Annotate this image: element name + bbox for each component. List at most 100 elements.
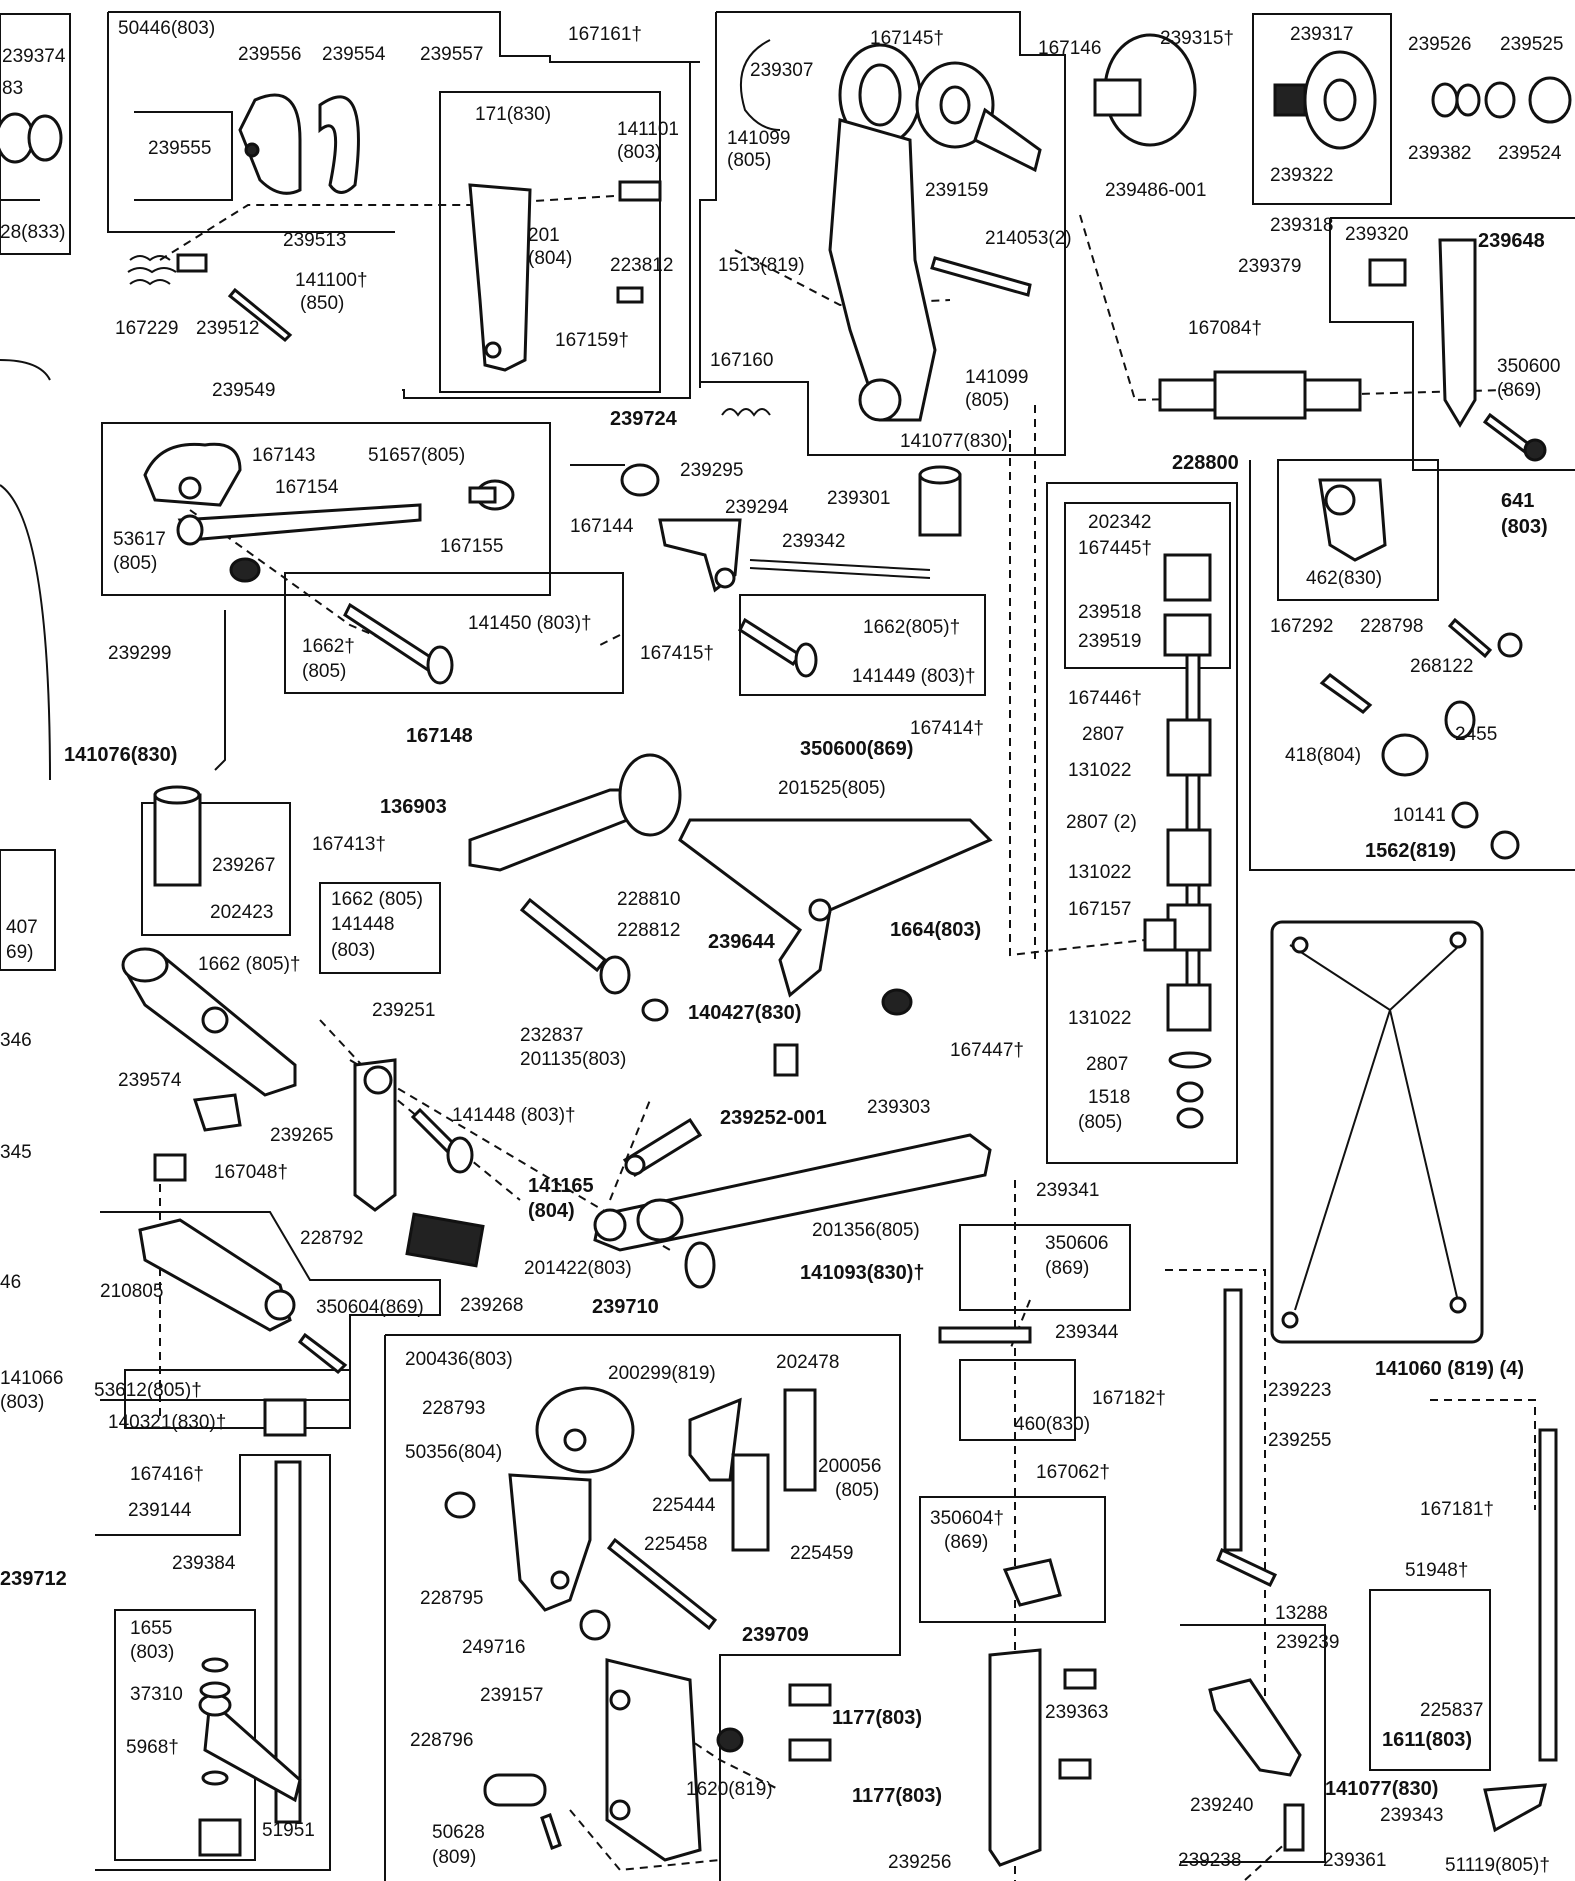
callout-label: 1177(803) <box>852 1785 943 1807</box>
callout-label: 228810 <box>617 889 681 910</box>
callout-label: 239294 <box>725 497 789 518</box>
callout-label: 239519 <box>1078 631 1142 652</box>
callout-label: 171(830) <box>475 104 552 125</box>
callout-label: 225837 <box>1420 1700 1484 1721</box>
callout-label: 167447† <box>950 1040 1024 1061</box>
callout-label: 167182† <box>1092 1388 1166 1409</box>
part-239648-lever <box>1368 238 1477 428</box>
callout-label: 228793 <box>422 1398 486 1419</box>
part-232837-washer <box>641 998 669 1022</box>
callout-label: 239343 <box>1380 1805 1444 1826</box>
part-50356-stud <box>444 1491 476 1519</box>
callout-label: 51119(805)† <box>1445 1855 1550 1876</box>
callout-label: 350606 <box>1045 1233 1109 1254</box>
group-box-167414 <box>739 594 986 696</box>
callout-label: (803) <box>617 142 662 163</box>
callout-label: (803) <box>0 1392 45 1413</box>
callout-label: 239549 <box>212 380 276 401</box>
callout-label: 200056 <box>818 1456 882 1477</box>
callout-label: 167146 <box>1038 38 1102 59</box>
part-167062-bracket <box>1002 1558 1062 1607</box>
group-box-239267 <box>141 802 291 936</box>
callout-label: 239344 <box>1055 1322 1119 1343</box>
callout-label: 200436(803) <box>405 1349 513 1370</box>
group-box-167447 <box>1046 482 1238 1164</box>
callout-label: (805) <box>113 553 158 574</box>
part-239265-arm <box>121 947 297 1097</box>
part-239486-001-hub <box>1093 33 1197 147</box>
part-239512-screw <box>176 253 208 273</box>
callout-label: 239295 <box>680 460 744 481</box>
callout-label: 13288 <box>1275 1603 1328 1624</box>
callout-label: 239268 <box>460 1295 524 1316</box>
part-239724-spring <box>721 408 771 417</box>
callout-label: 232837 <box>520 1025 584 1046</box>
callout-label: 51948† <box>1405 1560 1469 1581</box>
callout-label: 1620(819) <box>686 1779 773 1800</box>
callout-label: 239524 <box>1498 143 1562 164</box>
callout-label: 641 <box>1501 490 1535 512</box>
callout-label: (869) <box>1045 1258 1090 1279</box>
callout-label: 200299(819) <box>608 1363 716 1384</box>
callout-label: 228792 <box>300 1228 364 1249</box>
callout-label: 239317 <box>1290 24 1354 45</box>
callout-label: 141449 (803)† <box>852 666 976 687</box>
callout-label: 239239 <box>1276 1632 1340 1653</box>
callout-label: 239554 <box>322 44 386 65</box>
callout-label: 249716 <box>462 1637 526 1658</box>
callout-label: 239518 <box>1078 602 1142 623</box>
callout-label: 239556 <box>238 44 302 65</box>
callout-label: (804) <box>528 248 573 269</box>
part-washers-1655-37310 <box>199 1657 231 1786</box>
part-140321-collar <box>263 1398 307 1437</box>
callout-label: 239315† <box>1160 28 1234 49</box>
callout-label: 167414† <box>910 718 984 739</box>
callout-label: 202478 <box>776 1352 840 1373</box>
callout-label: 239361 <box>1323 1850 1387 1871</box>
part-225458-plate <box>731 1453 770 1552</box>
part-418-stud <box>1319 673 1373 714</box>
callout-label: 346 <box>0 1030 32 1051</box>
group-box-167415 <box>284 572 624 694</box>
part-140427-spring <box>773 1043 799 1077</box>
callout-label: 239318 <box>1270 215 1334 236</box>
callout-label: 5968† <box>126 1737 179 1758</box>
callout-label: 2807 <box>1082 724 1125 745</box>
part-228792-pad <box>405 1212 485 1268</box>
callout-label: (805) <box>302 661 347 682</box>
callout-label: 268122 <box>1410 656 1474 677</box>
callout-label: 239238 <box>1178 1850 1242 1871</box>
callout-label: 1664(803) <box>890 919 982 941</box>
callout-label: 167157 <box>1068 899 1132 920</box>
part-141449-screw <box>738 617 818 678</box>
callout-label: 1611(803) <box>1382 1729 1473 1751</box>
part-141448-screw <box>410 1107 474 1174</box>
callout-label: 51951 <box>262 1820 315 1841</box>
group-box-239341 <box>959 1224 1131 1311</box>
callout-label: 141448 <box>331 914 395 935</box>
part-141100-pin <box>227 287 293 343</box>
callout-label: 141066 <box>0 1368 64 1389</box>
part-50628-screw <box>540 1813 562 1850</box>
callout-label: 239555 <box>148 138 212 159</box>
callout-label: 167416† <box>130 1464 204 1485</box>
callout-label: 462(830) <box>1306 568 1383 589</box>
group-box-167182 <box>959 1359 1076 1441</box>
callout-label: 167143 <box>252 445 316 466</box>
callout-label: 131022 <box>1068 862 1132 883</box>
callout-label: 1177(803) <box>832 1707 923 1729</box>
callout-label: 1662(805)† <box>863 617 961 638</box>
callout-label: 239342 <box>782 531 846 552</box>
part-239556-bracket <box>238 93 302 195</box>
part-228793-pulley <box>535 1386 635 1474</box>
callout-label: 141448 (803)† <box>452 1105 576 1126</box>
callout-label: 141165 <box>528 1175 594 1197</box>
callout-label: 10141 <box>1393 805 1446 826</box>
group-box-167159 <box>439 91 661 393</box>
group-box-239144 <box>95 1454 331 1871</box>
callout-label: 167415† <box>640 643 714 664</box>
part-167048-stud <box>153 1153 187 1182</box>
part-201422-screw <box>684 1241 716 1289</box>
callout-label: 239255 <box>1268 1430 1332 1451</box>
